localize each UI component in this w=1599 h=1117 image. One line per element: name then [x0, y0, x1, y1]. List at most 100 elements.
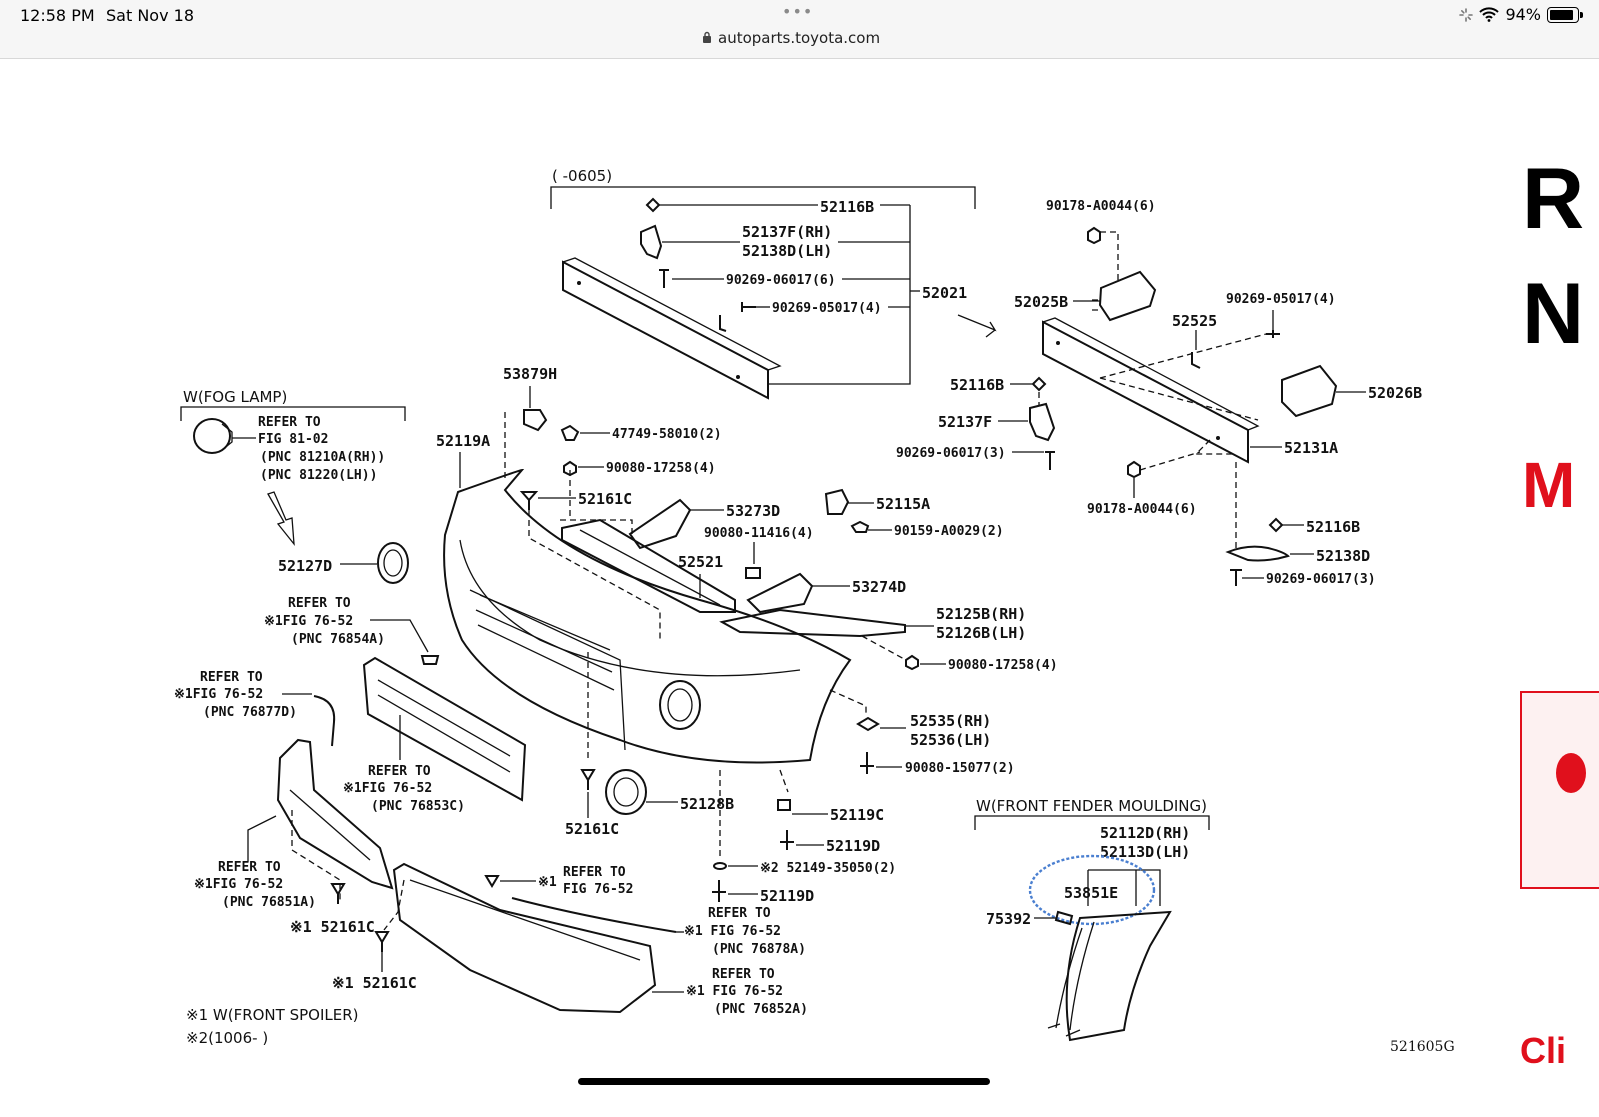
clip-icon[interactable]: [519, 491, 539, 510]
clip-icon[interactable]: [420, 655, 440, 665]
nut-icon[interactable]: [905, 654, 919, 671]
spoiler-left[interactable]: [276, 738, 394, 890]
label-52115A[interactable]: 52115A: [876, 495, 930, 513]
label-52119D-b[interactable]: 52119D: [760, 887, 814, 905]
lower-grille[interactable]: [362, 656, 527, 802]
clip-icon[interactable]: [580, 769, 596, 790]
label-53879H[interactable]: 53879H: [503, 365, 557, 383]
bumper-arm-right[interactable]: [1281, 364, 1338, 418]
bracket-icon[interactable]: [640, 224, 663, 260]
bolt-icon[interactable]: [745, 567, 761, 579]
label-90178-top[interactable]: 90178-A0044(6): [1046, 199, 1156, 214]
side-link-text[interactable]: Cli: [1520, 1030, 1567, 1071]
fog-lamp-cover[interactable]: [377, 542, 409, 584]
bolt-icon[interactable]: [1230, 569, 1242, 586]
label-90159[interactable]: 90159-A0029(2): [894, 524, 1004, 539]
label-52131A[interactable]: 52131A: [1284, 439, 1338, 457]
bolt-icon[interactable]: [1045, 451, 1055, 470]
label-52116B-mid[interactable]: 52116B: [950, 376, 1004, 394]
bracket-53273D[interactable]: [628, 498, 692, 550]
label-90080-4a[interactable]: 90080-17258(4): [606, 461, 716, 476]
label-52536[interactable]: 52536(LH): [910, 731, 991, 749]
ref-76853-2[interactable]: ※1FIG 76-52: [343, 781, 432, 796]
label-52119C[interactable]: 52119C: [830, 806, 884, 824]
label-52025B[interactable]: 52025B: [1014, 293, 1068, 311]
tab-handle-icon[interactable]: •••: [782, 2, 814, 21]
label-75392[interactable]: 75392: [986, 910, 1031, 928]
label-52119A[interactable]: 52119A: [436, 432, 490, 450]
label-90080-11416[interactable]: 90080-11416(4): [704, 526, 814, 541]
bolt-icon[interactable]: [719, 302, 756, 332]
fog-lamp-icon[interactable]: [193, 418, 233, 454]
ref-spoiler-2[interactable]: FIG 76-52: [563, 882, 633, 897]
trim-strip[interactable]: [313, 695, 336, 747]
label-52128B[interactable]: 52128B: [680, 795, 734, 813]
clip-icon[interactable]: [777, 799, 791, 811]
front-bumper-cover[interactable]: [443, 468, 852, 764]
clip-icon[interactable]: [330, 883, 346, 904]
clip-icon[interactable]: [1054, 910, 1074, 926]
label-90269-05017-r[interactable]: 90269-05017(4): [1226, 292, 1336, 307]
fender-moulding[interactable]: [1047, 910, 1172, 1042]
label-53274D[interactable]: 53274D: [852, 578, 906, 596]
bolt-icon[interactable]: [712, 880, 726, 902]
bumper-reinforcement-right[interactable]: [1042, 317, 1260, 464]
label-52116B-top[interactable]: 52116B: [820, 198, 874, 216]
label-52535[interactable]: 52535(RH): [910, 712, 991, 730]
label-52112D[interactable]: 52112D(RH): [1100, 824, 1190, 842]
label-52138D[interactable]: 52138D: [1316, 547, 1370, 565]
label-53851E[interactable]: 53851E: [1064, 884, 1118, 902]
bolt-icon[interactable]: [860, 752, 874, 774]
nut-icon[interactable]: [1127, 460, 1141, 479]
bolt-icon[interactable]: [659, 269, 669, 288]
clip-icon[interactable]: [374, 931, 390, 952]
bolt-icon[interactable]: [1266, 330, 1280, 338]
bolt-icon[interactable]: [780, 830, 794, 850]
label-52127D[interactable]: 52127D: [278, 557, 332, 575]
label-52138D-LH[interactable]: 52138D(LH): [742, 242, 832, 260]
label-90269-06017-3a[interactable]: 90269-06017(3): [896, 446, 1006, 461]
label-90178-bot[interactable]: 90178-A0044(6): [1087, 502, 1197, 517]
side-panel-card[interactable]: [1520, 691, 1599, 889]
bracket-icon[interactable]: [1029, 402, 1056, 442]
bumper-reinforcement-upper[interactable]: [562, 257, 782, 400]
clip-icon[interactable]: [523, 409, 548, 432]
label-52161C-mid[interactable]: 52161C: [565, 820, 619, 838]
label-52116B-low[interactable]: 52116B: [1306, 518, 1360, 536]
label-52113D[interactable]: 52113D(LH): [1100, 843, 1190, 861]
clip-icon[interactable]: [1031, 376, 1047, 392]
bumper-arm-left[interactable]: [1092, 270, 1157, 322]
clip-icon[interactable]: [484, 875, 500, 888]
screw-icon[interactable]: [850, 520, 870, 533]
label-52126B[interactable]: 52126B(LH): [936, 624, 1026, 642]
fog-lamp-cover[interactable]: [605, 769, 647, 815]
clip-icon[interactable]: [1191, 352, 1201, 369]
ref-76877-2[interactable]: ※1FIG 76-52: [174, 687, 263, 702]
label-52161C-l1[interactable]: ※1 52161C: [290, 918, 375, 936]
label-90080-4b[interactable]: 90080-17258(4): [948, 658, 1058, 673]
clip-icon[interactable]: [856, 716, 880, 732]
label-52137F[interactable]: 52137F: [938, 413, 992, 431]
nut-icon[interactable]: [1087, 226, 1101, 245]
nut-icon[interactable]: [563, 460, 577, 477]
label-90269-06017-6[interactable]: 90269-06017(6): [726, 273, 836, 288]
label-52161C-l2[interactable]: ※1 52161C: [332, 974, 417, 992]
screw-icon[interactable]: [560, 424, 580, 441]
label-47749[interactable]: 47749-58010(2): [612, 427, 722, 442]
bracket-plate[interactable]: [1225, 545, 1290, 562]
label-52026B[interactable]: 52026B: [1368, 384, 1422, 402]
label-52161C-top[interactable]: 52161C: [578, 490, 632, 508]
spoiler-center[interactable]: [392, 862, 657, 1014]
ref-76854-2[interactable]: ※1FIG 76-52: [264, 614, 353, 629]
ref-76851-2[interactable]: ※1FIG 76-52: [194, 877, 283, 892]
bracket-52115A[interactable]: [824, 488, 850, 515]
address-bar-url[interactable]: autoparts.toyota.com: [718, 29, 881, 47]
home-indicator[interactable]: [578, 1078, 990, 1085]
label-52021[interactable]: 52021: [922, 284, 967, 302]
label-52149[interactable]: ※2 52149-35050(2): [760, 861, 896, 876]
label-90269-05017-4[interactable]: 90269-05017(4): [772, 301, 882, 316]
clip-icon[interactable]: [1268, 517, 1284, 533]
washer-icon[interactable]: [713, 862, 727, 870]
bracket-53274D[interactable]: [746, 572, 814, 614]
label-90080-15077[interactable]: 90080-15077(2): [905, 761, 1015, 776]
